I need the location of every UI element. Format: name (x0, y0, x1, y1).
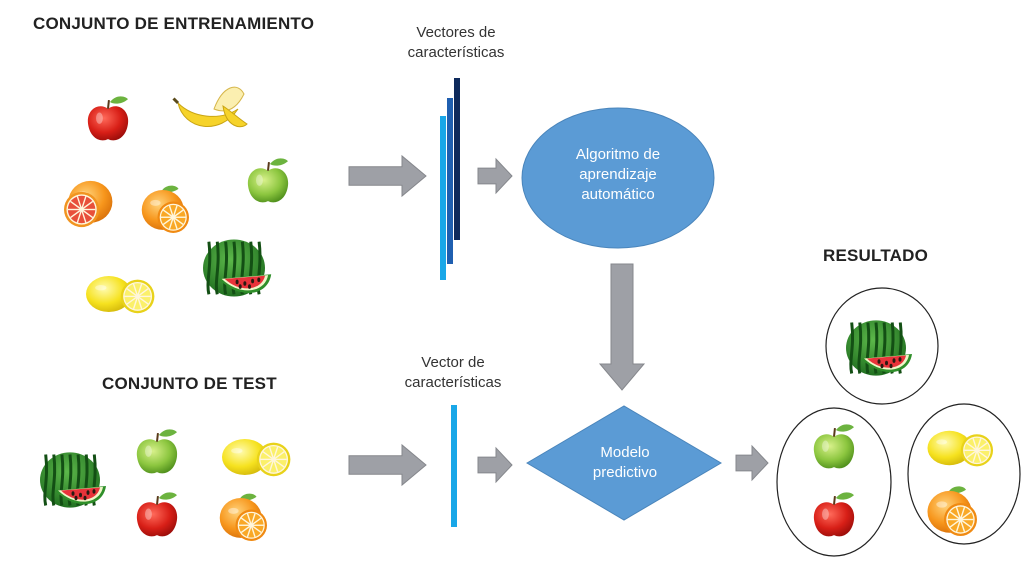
test-fruit-lemon-slice (256, 442, 291, 477)
training-fruit-grapefruit-slice (64, 191, 100, 228)
result-fruit-lemon-whole (927, 430, 972, 466)
test-fruit-red-apple (136, 492, 178, 537)
result-circle-apples (776, 407, 892, 557)
training-fruit-lemon-slice (120, 279, 155, 314)
test-fruit-green-apple (136, 429, 178, 474)
test-feature-vector-bar (451, 405, 457, 527)
algorithm-ellipse (521, 107, 715, 249)
training-fruit-green-apple (247, 158, 289, 203)
feature-vector-label-line1: Vector de (421, 354, 485, 371)
feature-vector-bar-dark (454, 78, 460, 240)
model-node-line1: Modelo (600, 444, 650, 461)
feature-vectors-label-line2: características (407, 44, 505, 61)
training-set-heading: CONJUNTO DE ENTRENAMIENTO (33, 14, 315, 33)
feature-vectors-label: Vectores de características (396, 23, 516, 63)
result-fruit-green-apple (813, 424, 855, 469)
arrow-vectors-to-algorithm (477, 157, 513, 195)
algorithm-node-line1: Algoritmo de (575, 146, 661, 163)
fruit-images (40, 86, 994, 541)
result-fruit-orange-slice (944, 503, 977, 536)
training-fruit-banana (172, 86, 248, 128)
test-fruit-lemon-whole (222, 439, 268, 475)
arrow-vector-to-model (477, 446, 513, 484)
test-fruit-orange-slice (235, 509, 267, 541)
result-heading: RESULTADO (823, 246, 929, 265)
test-fruit-watermelon (40, 452, 106, 508)
arrow-algorithm-to-model (598, 263, 646, 391)
algorithm-node-label: Algoritmo de aprendizaje automático (548, 145, 688, 205)
training-fruit-watermelon (203, 239, 272, 297)
arrow-training-to-vectors (348, 154, 427, 198)
arrow-test-to-vector (348, 443, 427, 487)
result-fruit-red-apple (813, 492, 855, 537)
arrow-model-to-result (735, 444, 769, 482)
algorithm-node-line2: aprendizaje (579, 166, 657, 183)
test-set-heading: CONJUNTO DE TEST (102, 374, 277, 393)
arrows (348, 154, 769, 487)
feature-vector-bar-mid (447, 98, 453, 264)
feature-vector-label-line2: características (404, 374, 502, 391)
feature-vector-label: Vector de características (393, 353, 513, 393)
model-diamond (526, 405, 722, 521)
feature-vectors-label-line1: Vectores de (416, 24, 496, 41)
result-fruit-lemon-slice (960, 434, 994, 467)
training-fruit-lemon-whole (86, 276, 132, 312)
training-fruit-red-apple (87, 96, 129, 141)
algorithm-node-line3: automático (581, 186, 655, 203)
process-shapes (521, 107, 1021, 557)
result-fruit-watermelon (846, 320, 912, 376)
model-node-label: Modelo predictivo (555, 443, 695, 483)
model-node-line2: predictivo (592, 464, 658, 481)
training-fruit-orange-slice (157, 201, 189, 233)
feature-vector-bar-light (440, 116, 446, 280)
feature-vector-bars (440, 78, 460, 527)
